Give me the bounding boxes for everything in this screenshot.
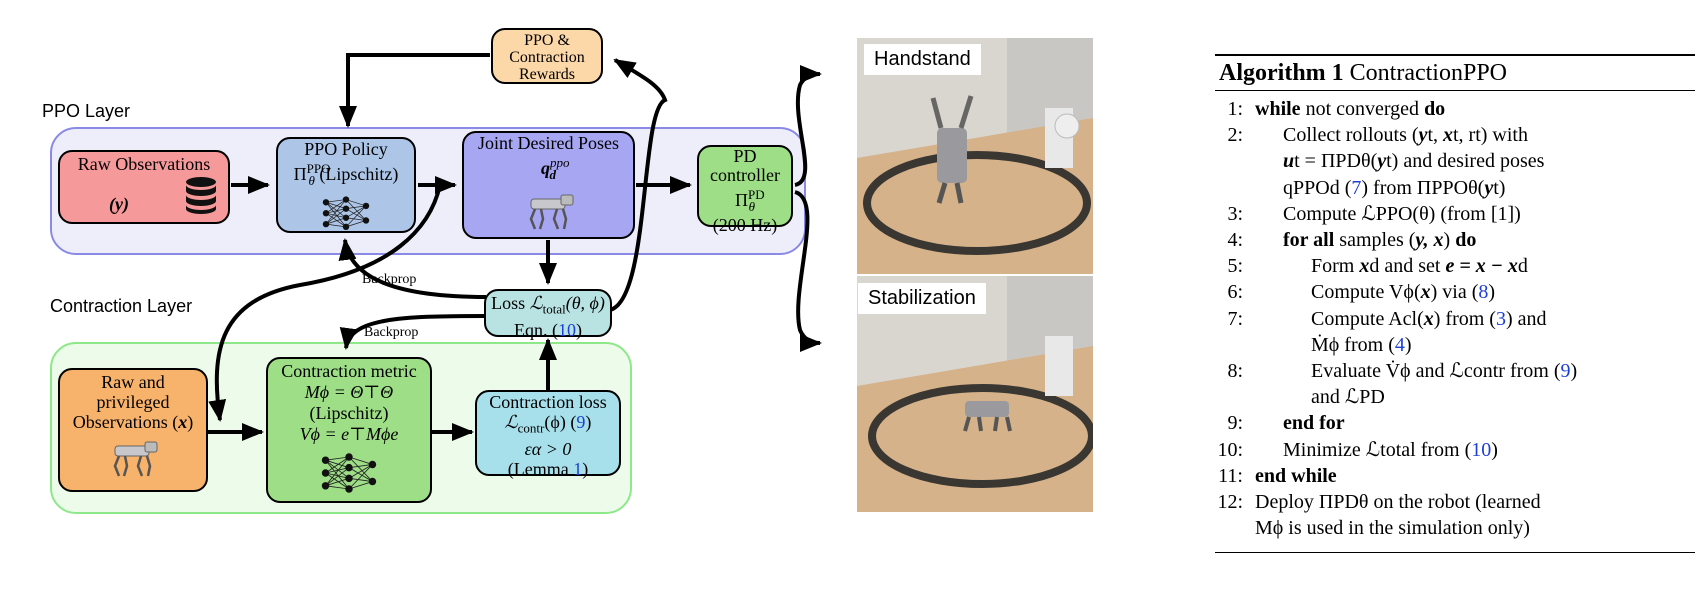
algorithm-line-text: Collect rollouts (yt, xt, rt) with: [1283, 124, 1528, 147]
priv-line2: privileged: [96, 392, 170, 412]
rewards-box: PPO & Contraction Rewards: [491, 28, 603, 84]
contr-loss-ref[interactable]: 9: [576, 412, 586, 432]
ppo-policy-math: ΠPPOθ (Lipschitz): [293, 161, 399, 188]
equation-ref[interactable]: 7: [1351, 176, 1362, 199]
algorithm-title: Algorithm 1 ContractionPPO: [1219, 60, 1507, 86]
pd-line1: PD: [733, 146, 757, 166]
raw-obs-title: Raw Observations: [77, 154, 211, 174]
handstand-photo: [857, 38, 1093, 274]
algorithm-line-text: Compute Vϕ(x) via (8): [1311, 281, 1496, 304]
equation-ref[interactable]: 10: [1471, 438, 1492, 461]
arrow-loss-to-rewards: [609, 58, 668, 312]
equation-ref[interactable]: 9: [1560, 360, 1571, 382]
algorithm-line-text: Deploy ΠPDθ on the robot (learned: [1255, 491, 1541, 513]
algorithm-line-text: Form xd and set e = x − xd: [1311, 255, 1528, 278]
algorithm-line-text: end for: [1283, 412, 1345, 435]
lemma-ref[interactable]: 1: [573, 458, 583, 479]
algorithm-line-number: 1:: [1227, 98, 1243, 120]
algorithm-line-number: 9:: [1227, 412, 1243, 435]
metric-lipschitz: (Lipschitz): [309, 403, 389, 423]
rewards-line3: Rewards: [519, 66, 575, 83]
pd-rate: (200 Hz): [712, 214, 778, 235]
ppo-policy-box: PPO Policy ΠPPOθ (Lipschitz): [276, 137, 416, 233]
algorithm-line-text: Ṁϕ from (4): [1311, 333, 1412, 356]
database-icon: [186, 177, 216, 214]
arrow-pd-to-stabilization: [794, 190, 822, 352]
neural-network-icon: [322, 195, 370, 230]
algorithm-mid-rule: [1215, 90, 1695, 91]
contr-loss-lemma: (Lemma 1): [507, 458, 589, 479]
contraction-layer-label: Contraction Layer: [50, 296, 193, 316]
contraction-loss-box: Contraction loss ℒcontr(ϕ) (9) εα > 0 (L…: [475, 390, 621, 479]
equation-ref[interactable]: 8: [1478, 281, 1489, 304]
stabilization-photo: [857, 276, 1093, 512]
loss-line1: Loss ℒtotal(θ, ϕ): [491, 293, 605, 317]
rewards-line2: Contraction: [509, 49, 585, 66]
algorithm-line-number: 10:: [1217, 438, 1243, 461]
algorithm-line-text: ut = ΠPDθ(yt) and desired poses: [1283, 150, 1545, 173]
raw-observations-box: Raw Observations (y): [58, 150, 230, 224]
arrow-backprop-metric: [339, 314, 487, 350]
pd-controller-box: PD controller ΠPDθ (200 Hz): [697, 145, 793, 234]
algorithm-line-number: 6:: [1227, 281, 1243, 304]
loss-eqn-ref[interactable]: 10: [558, 319, 576, 340]
equation-ref[interactable]: 3: [1495, 307, 1506, 330]
algorithm-line-text: Evaluate V̇ϕ and ℒcontr from (9): [1311, 360, 1578, 382]
algorithm-line-number: 11:: [1218, 464, 1243, 487]
algorithm-line-number: 3:: [1227, 202, 1243, 225]
algorithm-line-text: end while: [1255, 464, 1337, 487]
pd-math: ΠPDθ: [734, 187, 765, 214]
contr-loss-eps: εα > 0: [524, 438, 572, 459]
priv-line1: Raw and: [101, 372, 165, 392]
algorithm-line-text: and ℒPD: [1311, 386, 1385, 409]
equation-ref[interactable]: 4: [1394, 333, 1405, 356]
algorithm-line-text: Minimize ℒtotal from (10): [1283, 438, 1498, 461]
backprop-label-top: Backprop: [362, 272, 417, 287]
joint-desired-poses-box: Joint Desired Poses qppod: [462, 131, 635, 239]
algorithm-line-text: Compute ℒPPO(θ) (from [1]): [1283, 202, 1521, 225]
neural-network-icon: [321, 453, 377, 493]
robot-dog-icon: [529, 194, 573, 230]
algorithm-line-text: qPPOd (7) from ΠPPOθ(yt): [1283, 176, 1506, 199]
algorithm-line-text: for all samples (y, x) do: [1283, 229, 1477, 251]
algorithm-line-text: while not converged do: [1255, 98, 1446, 120]
metric-eq2: Vϕ = e⊤Mϕe: [299, 424, 399, 444]
pd-line2: controller: [710, 165, 780, 185]
handstand-label: Handstand: [864, 44, 981, 75]
algorithm-line-number: 4:: [1227, 229, 1243, 251]
algorithm-line-number: 12:: [1217, 491, 1243, 513]
algorithm-top-rule: [1215, 54, 1695, 56]
algorithm-bottom-rule: [1215, 552, 1695, 553]
diagram-arrows: [208, 53, 822, 441]
metric-eq1: Mϕ = Θ⊤Θ: [304, 382, 394, 402]
robot-dog-icon: [113, 441, 158, 477]
algorithm-line-text: Mϕ is used in the simulation only): [1255, 517, 1530, 540]
rewards-line1: PPO &: [524, 32, 570, 49]
algorithm-line-text: Compute Acl(x) from (3) and: [1311, 307, 1547, 330]
loss-line2: Eqn. (10): [514, 319, 582, 340]
algorithm-line-number: 7:: [1227, 307, 1243, 330]
joint-math: qppod: [541, 155, 570, 182]
privileged-observations-box: Raw and privileged Observations (x): [58, 368, 208, 492]
arrow-policy-to-privobs: [208, 184, 442, 422]
arrow-rewards-to-policy: [339, 53, 490, 128]
arrow-pd-to-handstand: [794, 65, 822, 187]
arrow-backprop-policy: [338, 238, 487, 299]
contr-loss-title: Contraction loss: [489, 392, 607, 412]
raw-obs-symbol: (y): [109, 194, 129, 214]
joint-title: Joint Desired Poses: [478, 133, 619, 153]
algorithm-line-number: 5:: [1227, 255, 1243, 278]
loss-box: Loss ℒtotal(θ, ϕ) Eqn. (10): [484, 289, 612, 340]
contraction-metric-box: Contraction metric Mϕ = Θ⊤Θ (Lipschitz) …: [266, 357, 432, 503]
priv-line3: Observations (x): [72, 412, 194, 432]
contr-loss-eq: ℒcontr(ϕ) (9): [504, 412, 592, 436]
stabilization-label: Stabilization: [858, 283, 986, 314]
algorithm-line-number: 8:: [1227, 360, 1243, 382]
ppo-policy-title: PPO Policy: [304, 139, 388, 159]
metric-title: Contraction metric: [281, 361, 417, 381]
backprop-label-bottom: Backprop: [364, 325, 419, 340]
algorithm-line-number: 2:: [1227, 124, 1243, 147]
ppo-layer-label: PPO Layer: [42, 101, 131, 121]
